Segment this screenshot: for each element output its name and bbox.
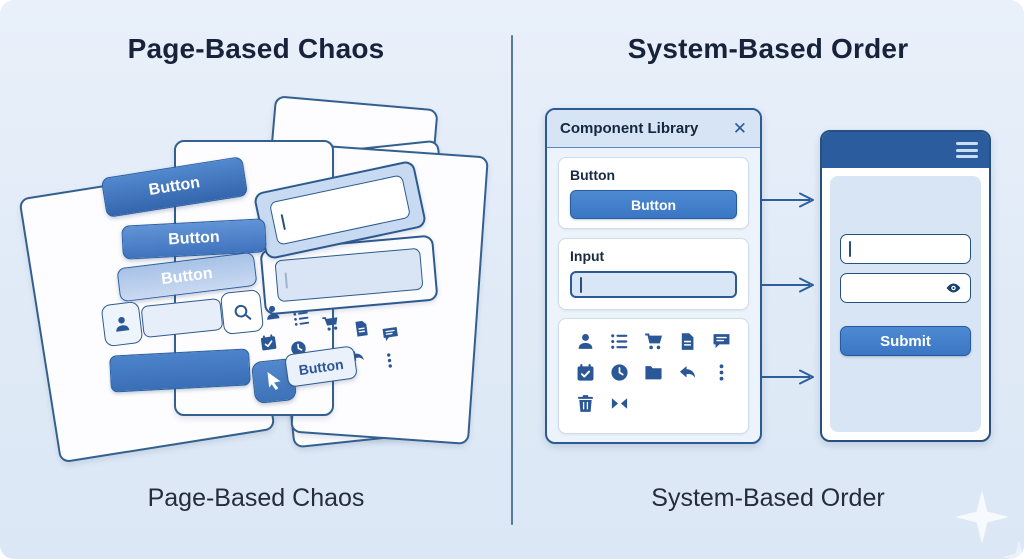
file-icon[interactable]: [678, 332, 697, 351]
clock-icon[interactable]: [610, 363, 629, 382]
search-icon: [232, 302, 253, 323]
list-icon[interactable]: [610, 332, 629, 351]
sparkle-decoration: [1002, 540, 1024, 559]
trash-icon[interactable]: [576, 394, 595, 413]
reply-icon[interactable]: [678, 363, 697, 382]
text-cursor: [849, 241, 851, 257]
library-section-input: Input: [558, 238, 749, 310]
app-mockup: Submit: [820, 130, 991, 442]
library-section-icons: [558, 318, 749, 434]
calendar-check-icon[interactable]: [576, 363, 595, 382]
left-caption: Page-Based Chaos: [147, 484, 365, 512]
more-vertical-icon: [380, 351, 399, 370]
section-label: Input: [570, 248, 605, 264]
avatar-box: [100, 300, 144, 348]
folder-icon[interactable]: [644, 363, 663, 382]
library-section-button: Button Button: [558, 157, 749, 229]
right-caption: System-Based Order: [651, 484, 885, 512]
library-header: Component Library ✕: [547, 110, 760, 148]
hamburger-menu-icon[interactable]: [956, 142, 978, 158]
more-vertical-icon[interactable]: [712, 363, 731, 382]
submit-button[interactable]: Submit: [840, 326, 971, 356]
text-cursor: [284, 272, 288, 289]
text-cursor: [580, 276, 582, 293]
mockup-header: [822, 132, 989, 168]
file-icon: [352, 319, 371, 338]
close-icon[interactable]: ✕: [732, 119, 747, 138]
component-library-panel: Component Library ✕ Button Button Input: [545, 108, 762, 444]
cursor-chip: [250, 357, 298, 405]
button-component[interactable]: Button: [570, 190, 737, 219]
text-cursor: [280, 214, 286, 231]
user-icon[interactable]: [576, 332, 595, 351]
left-title: Page-Based Chaos: [127, 33, 385, 64]
list-icon: [292, 309, 311, 328]
right-title: System-Based Order: [627, 33, 909, 64]
calendar-check-icon: [259, 333, 278, 352]
mockup-content: Submit: [830, 176, 981, 432]
user-icon: [112, 314, 132, 334]
flip-icon[interactable]: [610, 394, 629, 413]
cart-icon[interactable]: [644, 332, 663, 351]
button-bar[interactable]: [109, 348, 251, 393]
cursor-icon: [262, 369, 286, 393]
search-box[interactable]: [219, 289, 265, 335]
cart-icon: [321, 314, 340, 333]
eye-icon[interactable]: [945, 280, 962, 297]
icon-grid: [569, 332, 738, 413]
text-input[interactable]: [274, 247, 424, 303]
user-icon: [263, 303, 282, 322]
section-label: Button: [570, 167, 616, 183]
input-component[interactable]: [570, 271, 737, 298]
center-divider: [511, 35, 513, 525]
library-title: Component Library: [560, 120, 699, 137]
password-input[interactable]: [840, 273, 971, 303]
chat-icon[interactable]: [712, 332, 731, 351]
chat-icon: [381, 325, 400, 344]
text-input[interactable]: [840, 234, 971, 264]
scattered-icons-row: [260, 300, 410, 346]
